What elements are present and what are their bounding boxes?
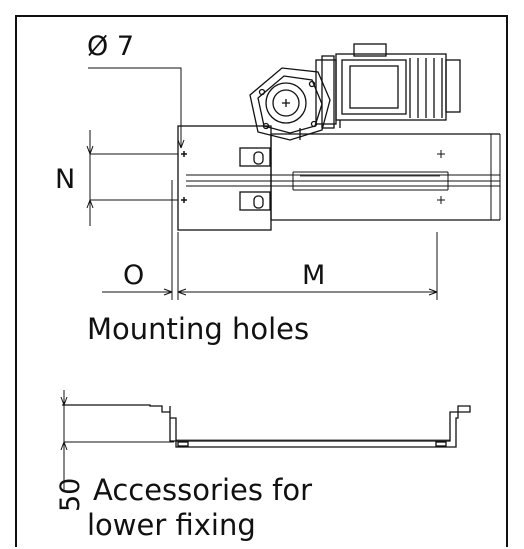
drawing-frame [15, 15, 508, 547]
dim-m-label: M [302, 260, 325, 291]
dim-n-label: N [55, 164, 75, 195]
accessories-caption-line1: Accessories for [93, 473, 313, 507]
motor-gearbox [249, 43, 461, 141]
dim-50-label: 50 [55, 478, 86, 512]
mounting-holes-caption: Mounting holes [87, 312, 310, 346]
dim-o-label: O [123, 260, 144, 291]
conveyor-body [177, 125, 501, 231]
dimension-lines [86, 67, 438, 300]
hole-diameter-label: Ø 7 [87, 31, 134, 62]
accessories-caption-line2: lower fixing [87, 508, 256, 542]
lower-fixing-profile [60, 390, 471, 492]
